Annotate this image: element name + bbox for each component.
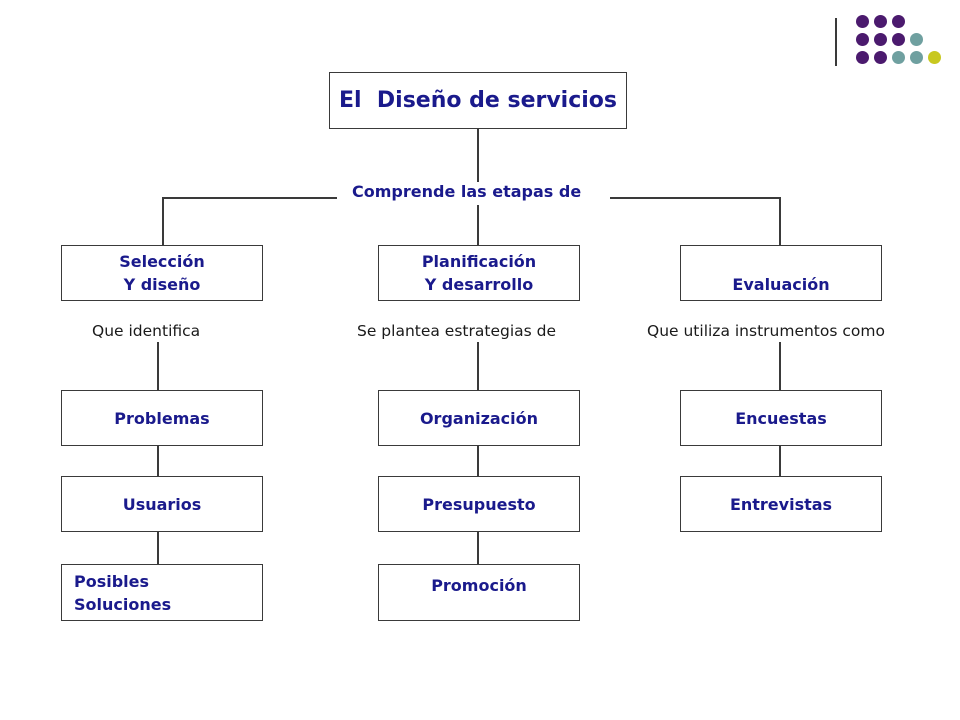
item-box: Organización (378, 390, 580, 446)
dot (910, 33, 923, 46)
col1-line-b (157, 445, 159, 477)
item-label: Encuestas (735, 408, 827, 428)
title-main: Diseño de servicios (376, 88, 618, 113)
dot (892, 51, 905, 64)
dot (874, 33, 887, 46)
horizontal-branch-left (162, 197, 337, 199)
stage-box-3: Evaluación (680, 245, 882, 301)
branch-line-1 (162, 197, 164, 245)
item-box: Promoción (378, 564, 580, 621)
item-box: Presupuesto (378, 476, 580, 532)
stage-2-line1: Planificación (421, 252, 537, 271)
item-label: Entrevistas (729, 494, 833, 514)
col3-line-a (779, 342, 781, 390)
branch-line-3 (779, 197, 781, 245)
branch-line-2 (477, 205, 479, 245)
item-box: Posibles Soluciones (61, 564, 263, 621)
dot (910, 51, 923, 64)
col2-line-c (477, 531, 479, 565)
item-box: Entrevistas (680, 476, 882, 532)
dot (856, 15, 869, 28)
item-label: Organización (419, 408, 539, 428)
stage-1-line1: Selección (119, 252, 205, 271)
item-label: Presupuesto (422, 494, 536, 514)
title-box: El Diseño de servicios (329, 72, 627, 129)
connector-label: Comprende las etapas de (352, 182, 582, 201)
stage-box-2: Planificación Y desarrollo (378, 245, 580, 301)
dot (892, 15, 905, 28)
item-label: Problemas (114, 408, 210, 428)
relation-label-3: Que utiliza instrumentos como (647, 322, 885, 340)
stage-box-1: Selección Y diseño (61, 245, 263, 301)
item-box: Encuestas (680, 390, 882, 446)
item-box: Problemas (61, 390, 263, 446)
col1-line-a (157, 342, 159, 390)
dot (856, 51, 869, 64)
item-label: Usuarios (122, 494, 202, 514)
horizontal-branch-right (610, 197, 780, 199)
dot (874, 15, 887, 28)
corner-divider (835, 18, 837, 66)
stage-2-line2: Y desarrollo (424, 275, 534, 294)
stage-3-line1: Evaluación (732, 274, 830, 294)
relation-label-1: Que identifica (92, 322, 201, 340)
relation-label-2: Se plantea estrategias de (357, 322, 557, 340)
col2-line-b (477, 445, 479, 477)
title-el: El (338, 88, 362, 113)
title-connector-line (477, 128, 479, 183)
item-label: Promoción (431, 576, 527, 595)
item-label-line1: Posibles (74, 571, 150, 591)
dot (856, 33, 869, 46)
col3-line-b (779, 445, 781, 477)
stage-1-line2: Y diseño (123, 275, 201, 294)
item-box: Usuarios (61, 476, 263, 532)
dot (928, 51, 941, 64)
col1-line-c (157, 531, 159, 565)
item-label-line2: Soluciones (74, 594, 172, 614)
dot (892, 33, 905, 46)
dot (874, 51, 887, 64)
col2-line-a (477, 342, 479, 390)
